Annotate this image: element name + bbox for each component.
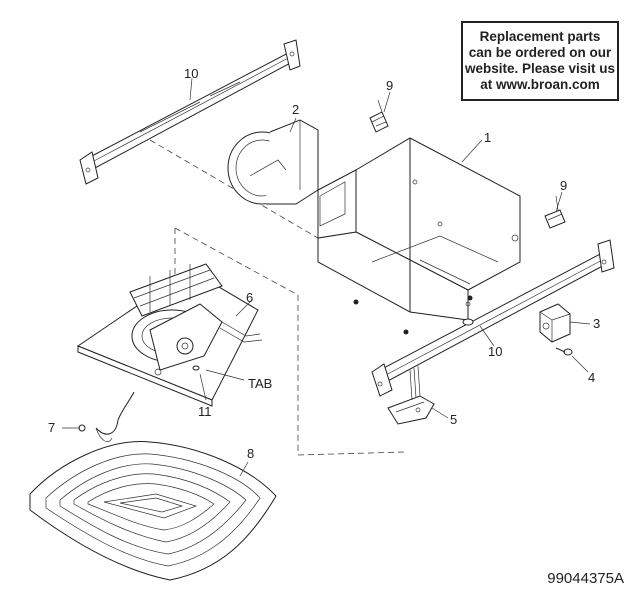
- duct-connector: [227, 119, 319, 205]
- mounting-block: [539, 303, 571, 343]
- receptacle-bracket: [387, 365, 435, 425]
- label-part-2: 2: [292, 102, 299, 117]
- hanger-bar-bottom: [371, 239, 615, 397]
- label-part-11: 11: [198, 404, 212, 419]
- label-part-10-bottom: 10: [488, 344, 502, 359]
- bracket-9-right: [544, 195, 566, 229]
- replacement-parts-notice: Replacement parts can be ordered on our …: [461, 21, 619, 101]
- label-part-3: 3: [593, 316, 600, 331]
- blower-assembly: [76, 263, 263, 407]
- label-part-4: 4: [588, 370, 595, 385]
- screw: [555, 347, 573, 356]
- part-numbers: 1 2 3 4 5 6 7 8 9 9 10 10 11 TAB: [48, 66, 600, 461]
- label-part-6: 6: [246, 290, 253, 305]
- bracket-9-left: [369, 99, 389, 133]
- hanger-bar-top: [79, 39, 301, 185]
- label-part-7: 7: [48, 420, 55, 435]
- notice-text: Replacement parts can be ordered on our …: [464, 29, 616, 92]
- label-part-1: 1: [484, 130, 491, 145]
- grille-spring: [78, 391, 135, 442]
- leader-lines: [62, 77, 591, 477]
- label-tab: TAB: [248, 376, 272, 391]
- label-part-10-top: 10: [184, 66, 198, 81]
- grille: [29, 441, 277, 581]
- document-number: 99044375A: [547, 570, 624, 587]
- label-part-5: 5: [450, 412, 457, 427]
- label-part-8: 8: [247, 446, 254, 461]
- fan-housing: [317, 137, 521, 335]
- label-part-9-left: 9: [386, 78, 393, 93]
- label-part-9-right: 9: [560, 178, 567, 193]
